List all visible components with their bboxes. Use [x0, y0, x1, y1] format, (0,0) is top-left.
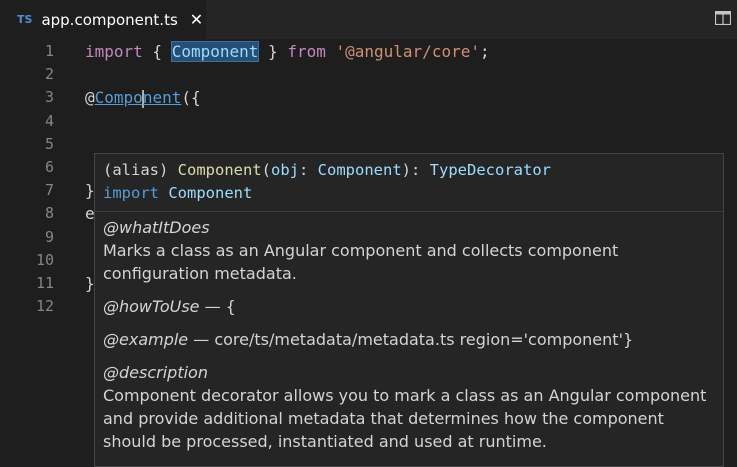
line-number-gutter: 1 2 3 4 5 6 7 8 9 10 11 12: [0, 40, 64, 318]
how-to-use-section: @howToUse — {: [103, 295, 715, 318]
decorator-paren: ({: [181, 88, 201, 108]
decorator-name-start: Compo: [94, 88, 143, 108]
typescript-icon: TS: [17, 13, 33, 26]
code-line-3: @Component({: [85, 86, 490, 109]
paren-open: (: [261, 161, 271, 179]
line-number: 12: [35, 297, 54, 316]
function-name: Component: [177, 161, 262, 179]
line-number: 3: [44, 88, 54, 107]
split-editor-icon[interactable]: [715, 11, 731, 25]
import-keyword: import: [85, 42, 143, 61]
semicolon: ;: [479, 42, 490, 61]
tab-filename: app.component.ts: [41, 10, 178, 29]
line-number: 7: [44, 181, 54, 200]
tab-app-component[interactable]: TS app.component.ts ✕: [0, 0, 206, 39]
return-type: TypeDecorator: [429, 161, 551, 179]
close-icon[interactable]: ✕: [189, 10, 204, 29]
partial-text: e: [85, 204, 95, 224]
line-number: 8: [44, 204, 54, 223]
example-text: — core/ts/metadata/metadata.ts region='c…: [188, 330, 634, 349]
closing-brace: }: [85, 181, 95, 201]
decorator-name-end: nent: [142, 88, 182, 108]
line-number: 5: [44, 134, 54, 153]
code-line-2: [85, 63, 490, 86]
decorator-at: @: [85, 88, 95, 108]
code-line-11: }: [85, 272, 490, 295]
code-content[interactable]: import { Component } from '@angular/core…: [85, 40, 490, 318]
code-line-1: import { Component } from '@angular/core…: [85, 40, 490, 63]
description-text: Component decorator allows you to mark a…: [103, 386, 707, 451]
import-line: import Component: [103, 182, 715, 205]
line-number: 4: [44, 111, 54, 130]
import-name: Component: [168, 184, 253, 202]
param-type: Component: [317, 161, 402, 179]
tab-bar: TS app.component.ts ✕: [0, 0, 737, 40]
component-identifier-highlight: Component: [170, 41, 260, 62]
what-it-does-text: Marks a class as an Angular component an…: [103, 241, 619, 283]
module-path-string: '@angular/core': [335, 42, 480, 61]
line-number: 1: [44, 42, 54, 60]
space: [159, 184, 168, 202]
text-cursor: [141, 89, 144, 108]
hover-signature: (alias) Component(obj: Component): TypeD…: [95, 154, 723, 212]
brace-close: }: [258, 42, 288, 61]
code-line-8: e: [85, 202, 490, 225]
line-number: 11: [35, 273, 54, 292]
how-to-use-tag: @howToUse: [103, 297, 200, 316]
signature-line: (alias) Component(obj: Component): TypeD…: [103, 159, 715, 182]
import-keyword: import: [103, 184, 159, 202]
brace-open: {: [142, 42, 172, 61]
how-to-use-text: — {: [199, 297, 236, 316]
paren-close: ):: [401, 161, 430, 179]
line-number: 2: [44, 65, 54, 84]
what-it-does-tag: @whatItDoes: [103, 218, 210, 237]
hover-tooltip: (alias) Component(obj: Component): TypeD…: [94, 153, 724, 467]
closing-brace: }: [85, 273, 95, 293]
param-name: obj: [271, 161, 299, 179]
colon: :: [299, 161, 318, 179]
code-line-4: [85, 110, 490, 133]
from-keyword: from: [287, 42, 326, 61]
line-number: 9: [44, 227, 54, 246]
code-editor[interactable]: 1 2 3 4 5 6 7 8 9 10 11 12 import { Comp…: [0, 40, 737, 467]
code-line-7: }: [85, 179, 490, 202]
alias-label: (alias): [103, 161, 178, 179]
line-number: 6: [44, 157, 54, 176]
line-number: 10: [35, 250, 54, 269]
example-tag: @example: [103, 330, 189, 349]
description-tag: @description: [103, 363, 208, 382]
example-section: @example — core/ts/metadata/metadata.ts …: [103, 328, 715, 351]
